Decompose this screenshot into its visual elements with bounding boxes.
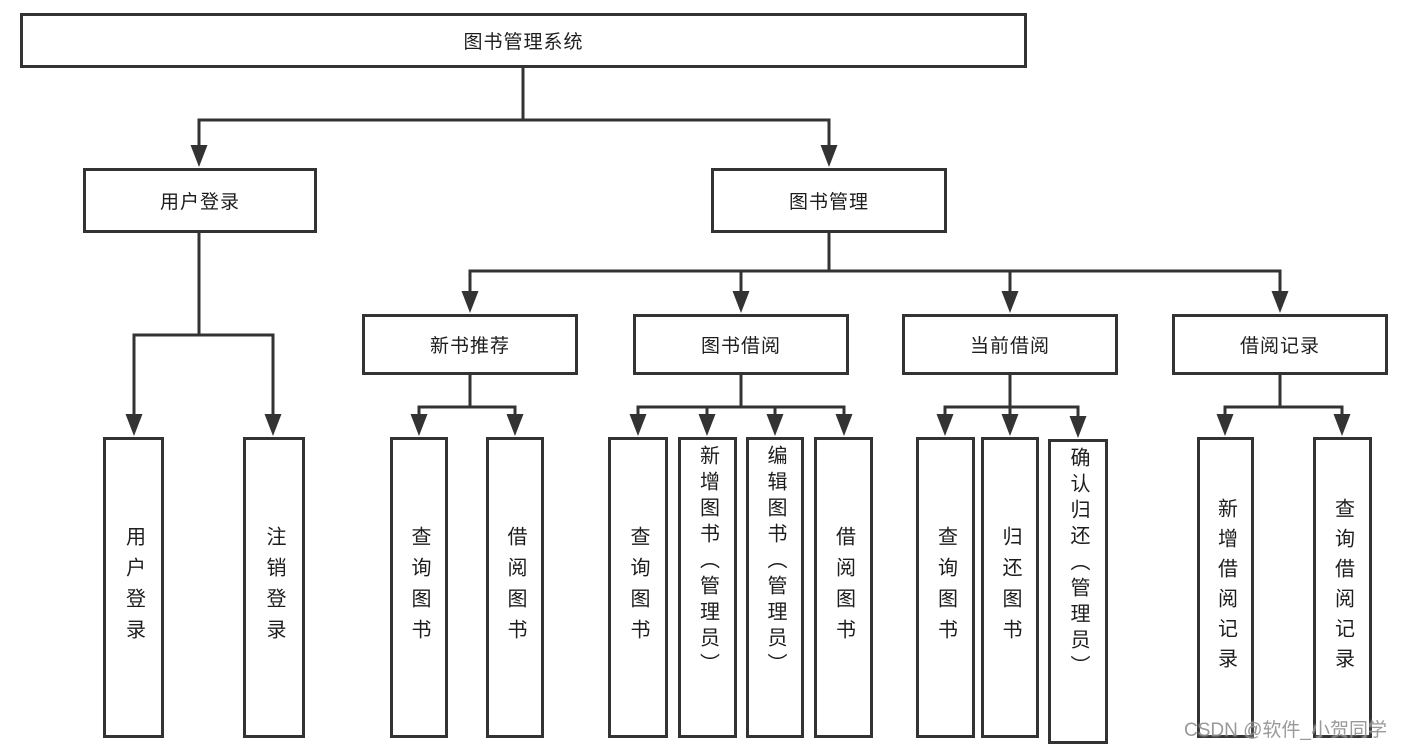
node-query-books-borrowing: 查询图书 bbox=[608, 437, 668, 738]
node-label: 编辑图书（管理员） bbox=[764, 445, 786, 679]
node-label: 当前借阅 bbox=[969, 336, 1050, 357]
node-query-books-current: 查询图书 bbox=[916, 437, 975, 738]
arrowhead bbox=[125, 414, 143, 436]
arrowhead bbox=[1333, 414, 1351, 436]
arrowhead bbox=[461, 291, 479, 313]
node-user-login: 用户登录 bbox=[83, 168, 317, 233]
node-label: 注销登录 bbox=[263, 525, 285, 650]
node-label: 图书管理系统 bbox=[463, 32, 584, 53]
node-borrow-books-recommend: 借阅图书 bbox=[486, 437, 544, 738]
node-label: 查询图书 bbox=[934, 525, 957, 650]
node-new-book-recommend: 新书推荐 bbox=[362, 314, 578, 375]
node-add-books-admin: 新增图书（管理员） bbox=[678, 437, 737, 738]
arrowhead bbox=[506, 414, 524, 436]
node-current-borrowing: 当前借阅 bbox=[902, 314, 1118, 375]
node-label: 新增借阅记录 bbox=[1214, 497, 1237, 678]
node-logout-leaf: 注销登录 bbox=[243, 437, 305, 738]
arrowhead bbox=[732, 291, 750, 313]
arrowhead bbox=[698, 414, 716, 436]
node-label: 归还图书 bbox=[999, 525, 1021, 650]
node-label: 新增图书（管理员） bbox=[696, 445, 719, 679]
arrowhead bbox=[410, 414, 428, 436]
node-label: 图书借阅 bbox=[700, 336, 781, 357]
node-label: 用户登录 bbox=[122, 525, 145, 650]
node-edit-books-admin: 编辑图书（管理员） bbox=[746, 437, 804, 738]
arrowhead bbox=[936, 414, 954, 436]
node-add-borrow-record: 新增借阅记录 bbox=[1197, 437, 1254, 738]
node-label: 查询图书 bbox=[627, 525, 649, 650]
arrowhead bbox=[264, 414, 282, 436]
arrowhead bbox=[190, 145, 208, 167]
node-label: 查询借阅记录 bbox=[1331, 497, 1354, 678]
node-confirm-return-admin: 确认归还（管理员） bbox=[1048, 439, 1108, 744]
edge-root-to-level2 bbox=[197, 68, 831, 150]
arrowhead bbox=[766, 414, 784, 436]
arrowhead bbox=[1069, 416, 1087, 438]
arrowheads bbox=[125, 145, 1351, 438]
edge-new-book-branch bbox=[417, 375, 517, 419]
node-return-books: 归还图书 bbox=[981, 437, 1039, 738]
arrowhead bbox=[1001, 414, 1019, 436]
node-borrowing-records: 借阅记录 bbox=[1172, 314, 1388, 375]
edge-current-borrow-branch bbox=[943, 375, 1080, 421]
edge-book-management-branch bbox=[468, 233, 1282, 295]
edge-book-borrow-branch bbox=[636, 375, 846, 419]
node-borrow-books-borrowing: 借阅图书 bbox=[814, 437, 873, 738]
edge-borrow-record-branch bbox=[1223, 375, 1344, 419]
node-label: 用户登录 bbox=[159, 192, 240, 213]
node-label: 图书管理 bbox=[788, 192, 869, 213]
node-label: 借阅记录 bbox=[1239, 336, 1320, 357]
edge-user-login-branch bbox=[132, 233, 275, 419]
arrowhead bbox=[629, 414, 647, 436]
arrowhead bbox=[1216, 414, 1234, 436]
node-query-books-recommend: 查询图书 bbox=[390, 437, 448, 738]
edge-lines bbox=[132, 68, 1344, 421]
node-label: 借阅图书 bbox=[832, 525, 855, 650]
node-book-management: 图书管理 bbox=[711, 168, 947, 233]
node-user-login-leaf: 用户登录 bbox=[103, 437, 164, 738]
node-query-borrow-record: 查询借阅记录 bbox=[1313, 437, 1372, 738]
node-label: 借阅图书 bbox=[504, 525, 526, 650]
arrowhead bbox=[1001, 291, 1019, 313]
arrowhead bbox=[835, 414, 853, 436]
csdn-watermark: CSDN @软件_小贺同学 bbox=[1184, 720, 1387, 741]
arrowhead bbox=[1271, 291, 1289, 313]
node-library-management-system: 图书管理系统 bbox=[20, 13, 1027, 68]
node-label: 新书推荐 bbox=[429, 336, 510, 357]
node-label: 查询图书 bbox=[408, 525, 430, 650]
node-label: 确认归还（管理员） bbox=[1067, 447, 1089, 681]
arrowhead bbox=[820, 145, 838, 167]
node-book-borrowing: 图书借阅 bbox=[633, 314, 849, 375]
